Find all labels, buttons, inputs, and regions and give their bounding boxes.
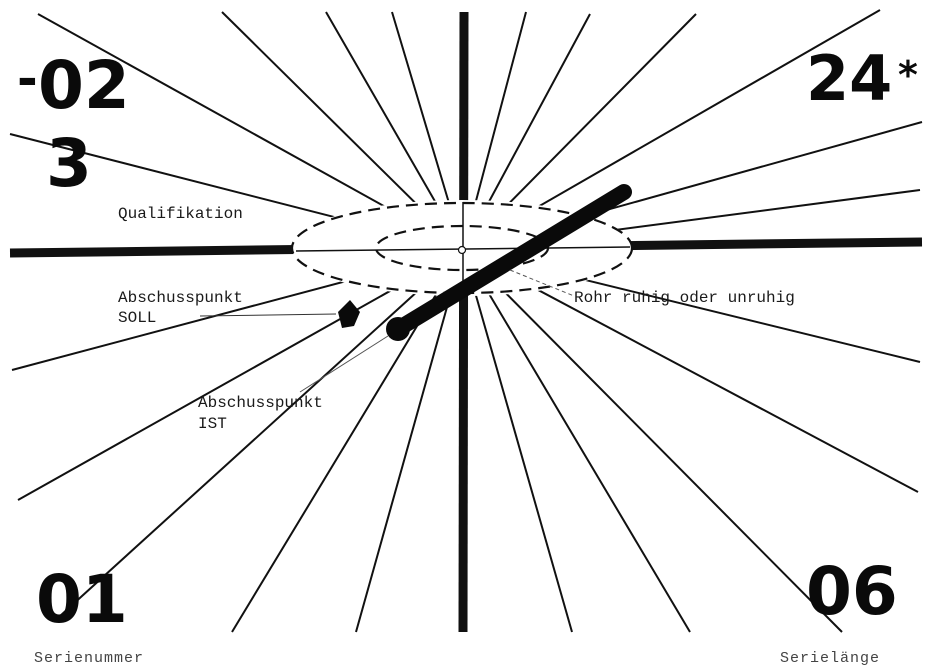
leader-target (199, 313, 337, 317)
actual-point-marker (386, 317, 410, 341)
label-barrel-state: Rohr ruhig oder unruhig (574, 289, 795, 307)
label-target-2: SOLL (118, 309, 156, 327)
barrel-trace (390, 184, 632, 337)
label-actual-1: Abschusspunkt (198, 394, 323, 412)
radial-line (462, 249, 691, 633)
label-target-1: Abschusspunkt (118, 289, 243, 307)
top-left-prefix: - (17, 50, 38, 108)
label-qualification: Qualifikation (118, 205, 243, 223)
radial-line (17, 249, 464, 501)
outer-ellipse (290, 201, 634, 295)
radial-line (462, 249, 573, 633)
radial-line (462, 249, 843, 633)
bottom-left-mark: 01 (36, 561, 128, 638)
top-left-mark: 02 (38, 47, 130, 124)
leader-actual (299, 335, 389, 393)
leader-barrel (509, 269, 575, 297)
top-right-mark: 24 (806, 42, 892, 115)
vertical-axis (458, 11, 469, 633)
label-actual-2: IST (198, 415, 227, 433)
radial-line (59, 249, 464, 617)
radial-line (355, 249, 464, 633)
center-point (457, 245, 467, 255)
top-right-asterisk: * (898, 53, 918, 97)
footer-series-length: Serielänge (780, 650, 880, 666)
bottom-right-mark: 06 (806, 553, 898, 630)
top-left-sub-mark: 3 (46, 125, 92, 202)
footer-series-number: Serienummer (34, 650, 144, 666)
inner-ellipse (374, 224, 550, 272)
target-point-marker (338, 300, 360, 328)
